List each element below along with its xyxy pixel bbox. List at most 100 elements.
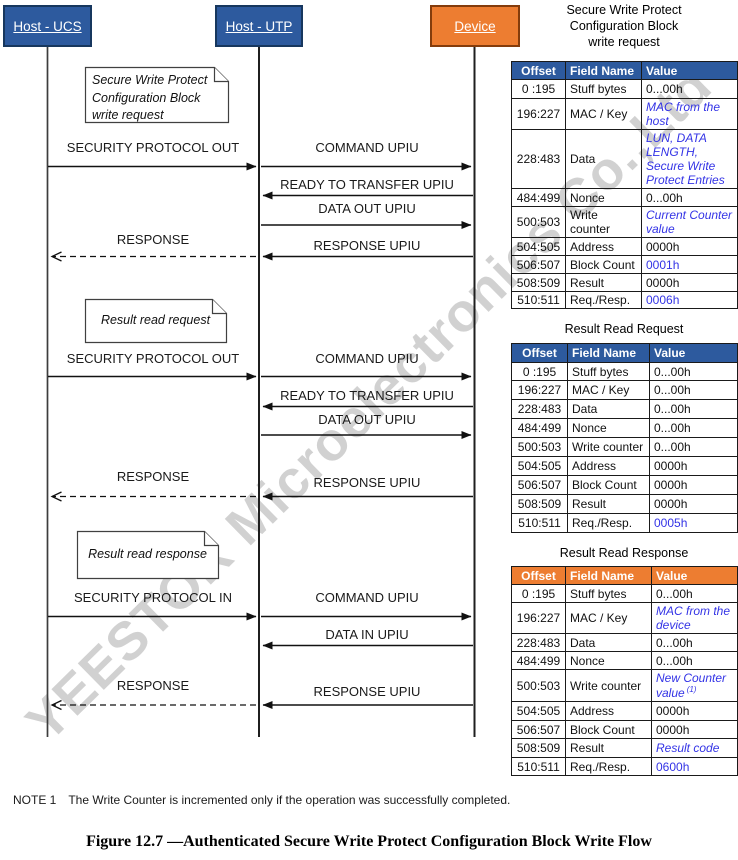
cell-value: 0000h — [641, 273, 738, 292]
cell-field: Block Count — [567, 475, 650, 495]
cell-offset: 508:509 — [511, 494, 568, 514]
cell-offset: 196:227 — [511, 602, 566, 634]
msg-command-upiu-1: COMMAND UPIU — [315, 140, 419, 155]
cell-offset: 500:503 — [511, 437, 568, 457]
cell-offset: 228:483 — [511, 129, 566, 189]
cell-offset: 500:503 — [511, 206, 566, 238]
cell-offset: 506:507 — [511, 255, 566, 274]
msg-ready-to-transfer-upiu-2: READY TO TRANSFER UPIU — [280, 388, 454, 403]
cell-value: 0000h — [649, 475, 738, 495]
cell-offset: 484:499 — [511, 418, 568, 438]
msg-security-protocol-out-1: SECURITY PROTOCOL OUT — [66, 140, 240, 155]
cell-field: Stuff bytes — [565, 584, 652, 603]
cell-field: Block Count — [565, 255, 642, 274]
table1-title: Secure Write Protect Configuration Block… — [566, 3, 682, 49]
cell-offset: 508:509 — [511, 738, 566, 758]
col-field-name: Field Name — [565, 61, 642, 80]
cell-value: Result code — [651, 738, 738, 758]
cell-offset: 510:511 — [511, 757, 566, 776]
table-header-row: Offset Field Name Value — [511, 61, 738, 80]
actor-device-label: Device — [454, 18, 496, 34]
cell-field: Write counter — [565, 206, 642, 238]
cell-offset: 504:505 — [511, 456, 568, 476]
cell-field: Address — [567, 456, 650, 476]
cell-offset: 0 :195 — [511, 362, 568, 381]
msg-response-1: RESPONSE — [116, 232, 190, 247]
actor-host-ucs: Host - UCS — [3, 5, 92, 47]
cell-offset: 228:483 — [511, 633, 566, 652]
msg-command-upiu-3: COMMAND UPIU — [315, 590, 419, 605]
cell-offset: 504:505 — [511, 701, 566, 721]
cell-value: 0...00h — [649, 362, 738, 381]
cell-field: Nonce — [565, 188, 642, 207]
col-field-name: Field Name — [567, 343, 650, 363]
cell-value: 0...00h — [641, 188, 738, 207]
col-value: Value — [649, 343, 738, 363]
cell-field: Data — [567, 399, 650, 419]
cell-offset: 506:507 — [511, 475, 568, 495]
cell-value: 0005h — [649, 513, 738, 533]
cell-field: Data — [565, 633, 652, 652]
cell-value: 0000h — [641, 237, 738, 256]
msg-security-protocol-in: SECURITY PROTOCOL IN — [74, 590, 232, 605]
cell-offset: 508:509 — [511, 273, 566, 292]
cell-offset: 484:499 — [511, 651, 566, 670]
actor-device: Device — [430, 5, 520, 47]
cell-value: Current Counter value — [641, 206, 738, 238]
cell-field: MAC / Key — [565, 602, 652, 634]
cell-offset: 506:507 — [511, 720, 566, 739]
cell-offset: 0 :195 — [511, 79, 566, 99]
cell-value: 0...00h — [651, 584, 738, 603]
cell-value: 0000h — [651, 701, 738, 721]
actor-host-utp-label: Host - UTP — [225, 18, 293, 34]
cell-field: Write counter — [565, 669, 652, 702]
cell-field: MAC / Key — [565, 98, 642, 130]
msg-data-in-upiu: DATA IN UPIU — [325, 627, 409, 642]
cell-offset: 484:499 — [511, 188, 566, 207]
msg-response-3: RESPONSE — [116, 678, 190, 693]
msg-ready-to-transfer-upiu-1: READY TO TRANSFER UPIU — [280, 177, 454, 192]
cell-value: New Counter value(1) — [651, 669, 738, 702]
msg-response-upiu-1: RESPONSE UPIU — [313, 238, 421, 253]
cell-value: 0...00h — [651, 633, 738, 652]
msg-response-2: RESPONSE — [116, 469, 190, 484]
cell-value-superscript: (1) — [686, 685, 697, 694]
cell-value: 0000h — [649, 494, 738, 514]
cell-value: MAC from the device — [651, 602, 738, 634]
table-header-row: Offset Field Name Value — [511, 343, 738, 363]
cell-field: Req./Resp. — [565, 757, 652, 776]
note-write-request: Secure Write Protect Configuration Block… — [92, 73, 208, 122]
cell-field: Write counter — [567, 437, 650, 457]
cell-field: Nonce — [565, 651, 652, 670]
cell-value: 0...00h — [649, 418, 738, 438]
table2-title: Result Read Request — [564, 322, 684, 336]
cell-field: Data — [565, 129, 642, 189]
col-field-name: Field Name — [565, 566, 652, 585]
col-offset: Offset — [511, 566, 566, 585]
actor-host-utp: Host - UTP — [215, 5, 303, 47]
cell-offset: 510:511 — [511, 291, 566, 309]
col-offset: Offset — [511, 343, 568, 363]
msg-data-out-upiu-2: DATA OUT UPIU — [318, 412, 416, 427]
